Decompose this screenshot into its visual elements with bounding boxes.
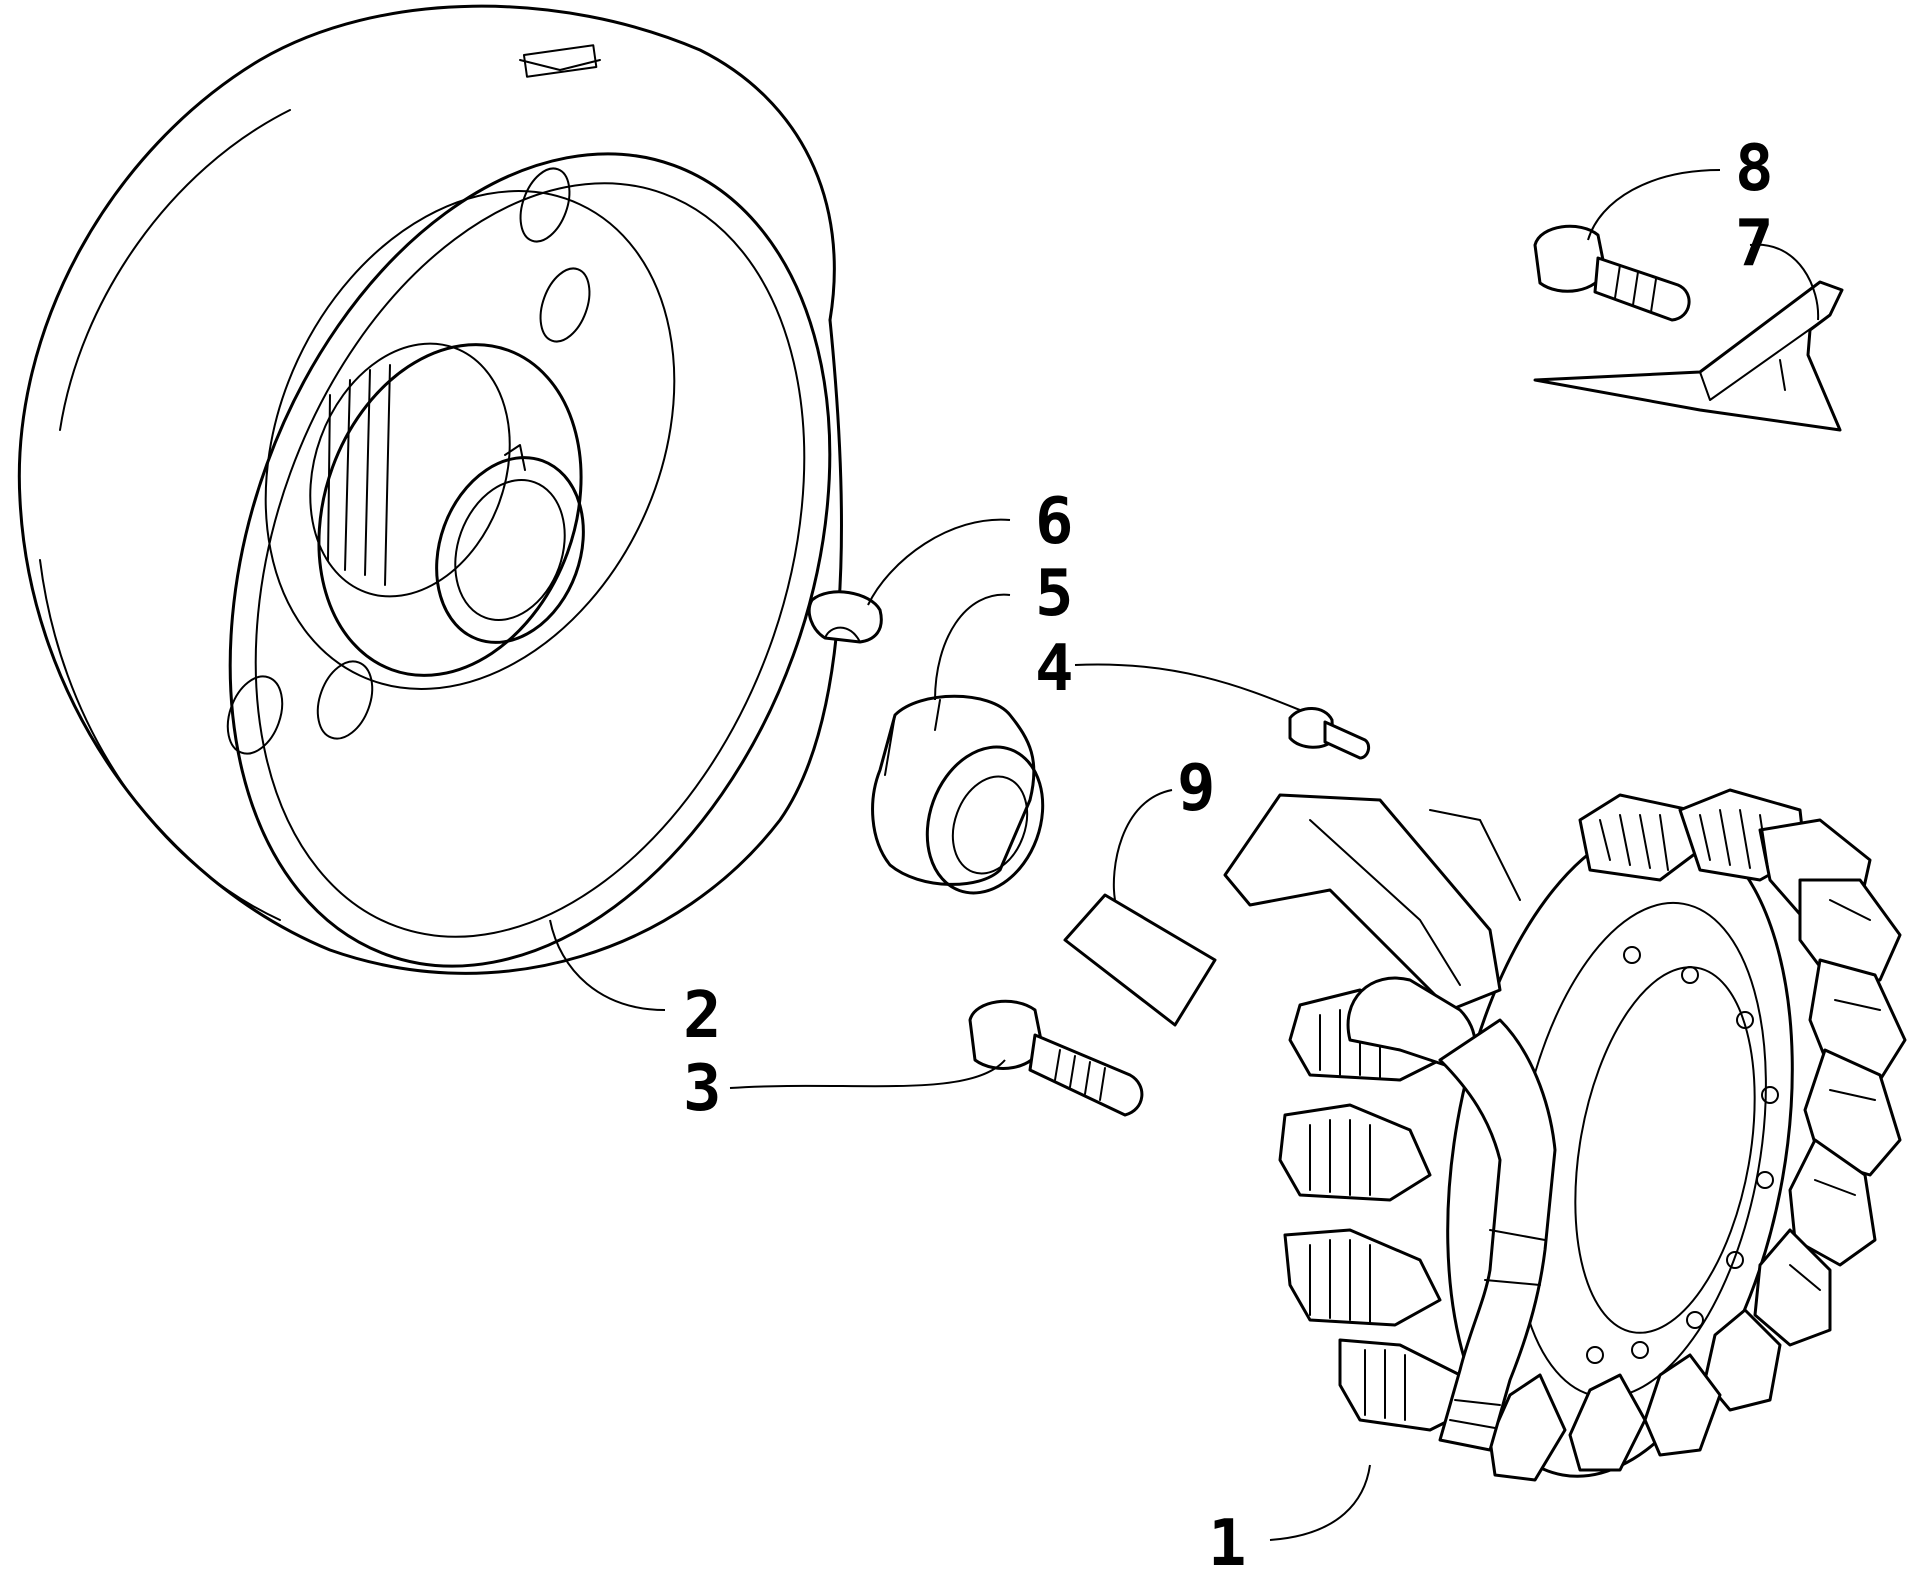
leader-7 (1749, 243, 1820, 321)
callout-4: 4 (1035, 632, 1074, 706)
leader-5 (934, 593, 1011, 701)
callout-5: 5 (1035, 557, 1074, 631)
callout-7: 7 (1735, 207, 1774, 281)
leader-3 (729, 1059, 1006, 1089)
callout-labels: 1 2 3 4 5 6 7 8 9 (683, 132, 1774, 1581)
leader-6 (867, 518, 1011, 606)
callout-3: 3 (683, 1052, 722, 1126)
insulating-pad (1063, 893, 1217, 1027)
small-screw (1288, 707, 1371, 760)
wire-clip (1533, 280, 1844, 432)
callout-1: 1 (1208, 1507, 1247, 1581)
callout-6: 6 (1035, 485, 1074, 559)
woodruff-key (807, 590, 883, 644)
bushing-collar (871, 694, 1045, 895)
callout-9: 9 (1177, 752, 1216, 826)
stator-bolt (1533, 224, 1691, 322)
leader-1 (1269, 1464, 1371, 1541)
callout-8: 8 (1735, 132, 1774, 206)
callout-2: 2 (683, 979, 722, 1053)
flywheel-bolt (968, 999, 1144, 1117)
leader-8 (1587, 169, 1721, 241)
stator (1223, 788, 1907, 1482)
flywheel (17, 4, 844, 975)
leader-4 (1074, 663, 1301, 711)
leader-lines (549, 169, 1820, 1541)
leader-2 (549, 919, 666, 1011)
leader-9 (1112, 789, 1173, 901)
